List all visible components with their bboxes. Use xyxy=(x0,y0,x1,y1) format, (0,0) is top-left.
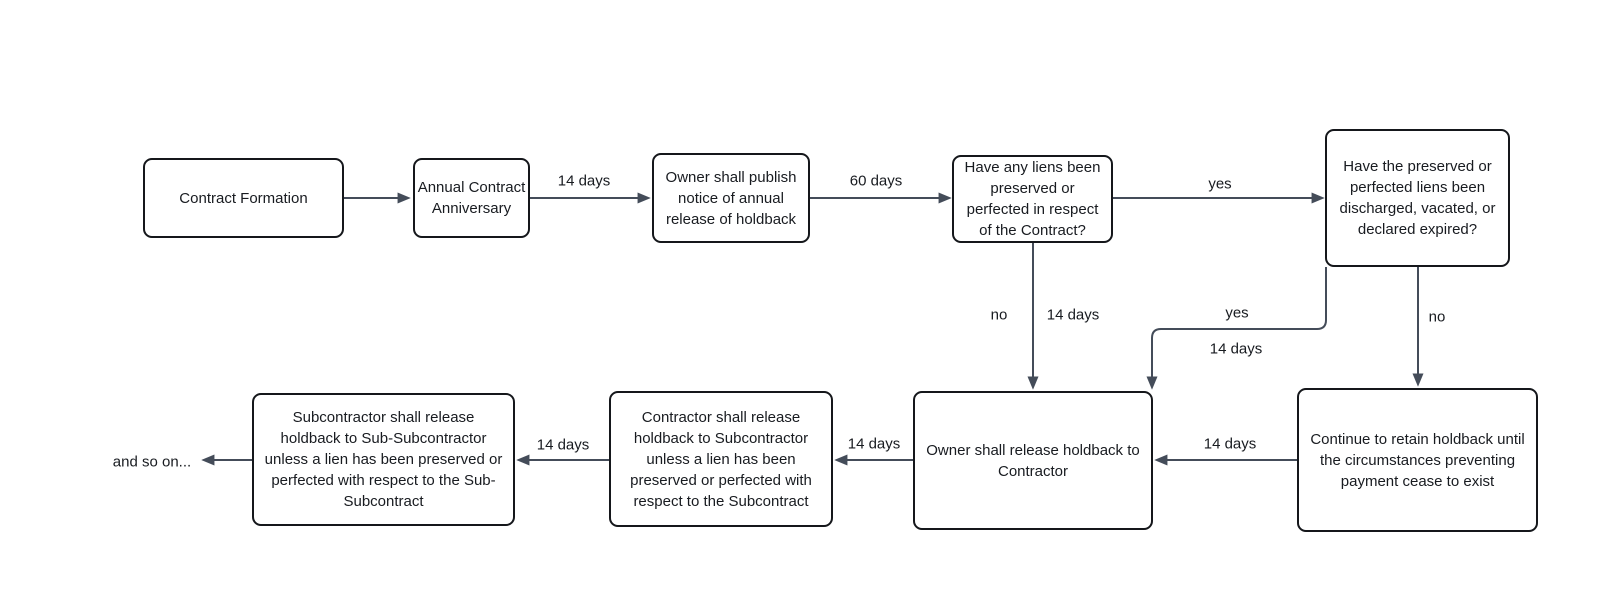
node-liens-discharged-question: Have the preserved or perfected liens be… xyxy=(1325,129,1510,267)
edge-label-anniversary-to-publish: 14 days xyxy=(555,172,613,190)
node-subcontractor-release-holdback: Subcontractor shall release holdback to … xyxy=(252,393,515,526)
node-owner-release-holdback: Owner shall release holdback to Contract… xyxy=(913,391,1153,530)
node-label: Owner shall release holdback to Contract… xyxy=(926,441,1140,480)
edge-label-liens-question-no: no xyxy=(988,306,1010,324)
node-label: Have any liens been preserved or perfect… xyxy=(964,159,1101,239)
node-label: Subcontractor shall release holdback to … xyxy=(264,409,503,510)
node-label: Annual Contract Anniversary xyxy=(417,179,526,217)
node-owner-publish-notice: Owner shall publish notice of annual rel… xyxy=(652,153,810,243)
edge-label-publish-to-liens-question: 60 days xyxy=(847,172,905,190)
node-label: Continue to retain holdback until the ci… xyxy=(1310,430,1525,490)
edge-label-discharged-yes: yes xyxy=(1223,304,1251,322)
node-label: Contractor shall release holdback to Sub… xyxy=(630,408,812,510)
node-contract-formation: Contract Formation xyxy=(143,158,344,238)
node-liens-preserved-question: Have any liens been preserved or perfect… xyxy=(952,155,1113,243)
node-label: Owner shall publish notice of annual rel… xyxy=(665,168,797,228)
node-label: Contract Formation xyxy=(179,189,308,207)
edge-label-owner-to-contractor: 14 days xyxy=(845,435,903,453)
edge-discharged-yes xyxy=(1146,267,1327,390)
node-continue-retain-holdback: Continue to retain holdback until the ci… xyxy=(1297,388,1538,532)
edge-label-continue-to-owner: 14 days xyxy=(1201,435,1259,453)
edge-label-discharged-yes-duration: 14 days xyxy=(1207,340,1265,358)
edge-label-liens-question-no-duration: 14 days xyxy=(1044,306,1102,324)
and-so-on-label: and so on... xyxy=(110,453,194,471)
edge-label-discharged-no: no xyxy=(1426,308,1448,326)
edge-label-contractor-to-subcontractor: 14 days xyxy=(534,436,592,454)
node-label: Have the preserved or perfected liens be… xyxy=(1339,158,1496,238)
edge-label-liens-question-yes: yes xyxy=(1206,175,1234,193)
node-contractor-release-holdback: Contractor shall release holdback to Sub… xyxy=(609,391,833,527)
node-annual-contract-anniversary: Annual Contract Anniversary xyxy=(413,158,530,238)
